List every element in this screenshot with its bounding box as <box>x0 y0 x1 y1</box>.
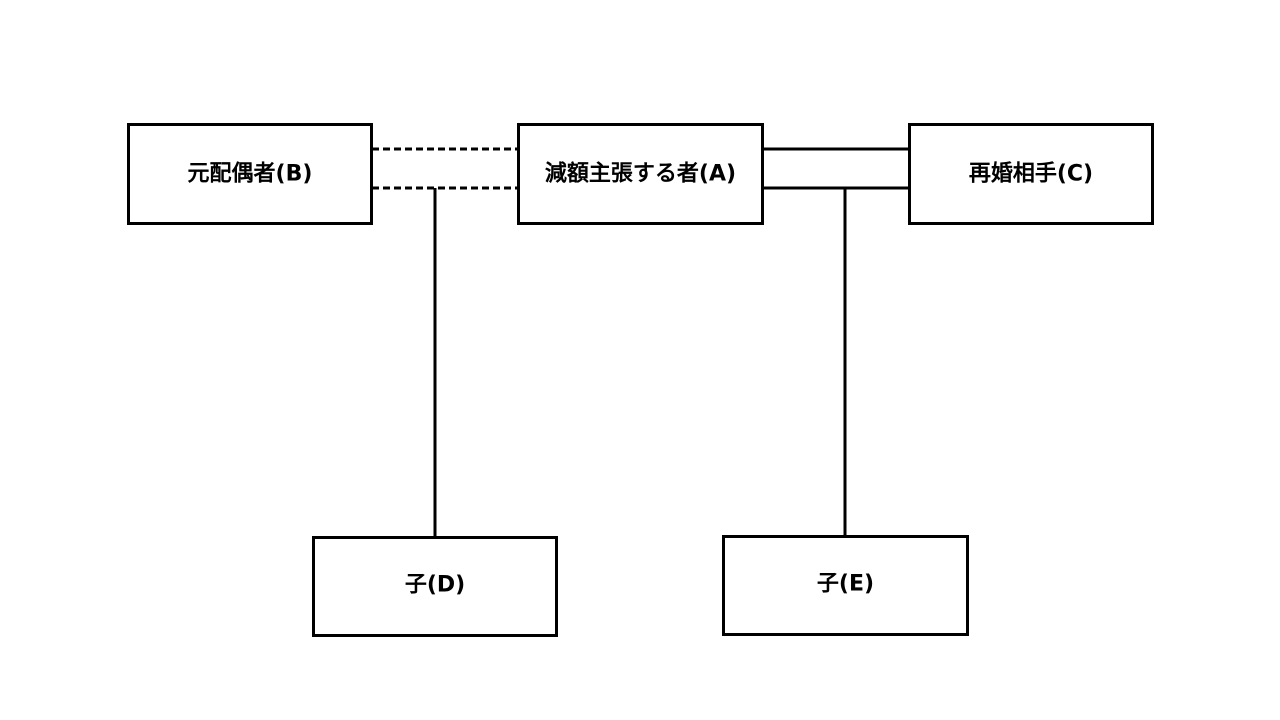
claimant-box: 減額主張する者(A) <box>517 123 764 225</box>
former-spouse-box: 元配偶者(B) <box>127 123 373 225</box>
former-spouse-label: 元配偶者(B) <box>188 162 313 187</box>
child-e-label: 子(E) <box>817 572 874 597</box>
new-spouse-frame <box>908 123 1154 225</box>
child-e-frame <box>722 535 969 636</box>
claimant-label: 減額主張する者(A) <box>545 161 736 187</box>
new-spouse-label: 再婚相手(C) <box>969 161 1093 187</box>
child-d-label: 子(D) <box>405 573 465 598</box>
former-spouse-frame <box>127 123 373 225</box>
claimant-frame <box>517 123 764 225</box>
new-spouse-box: 再婚相手(C) <box>908 123 1154 225</box>
child-d-box: 子(D) <box>312 536 558 637</box>
connectors <box>372 147 909 537</box>
child-d-frame <box>312 536 558 637</box>
child-e-box: 子(E) <box>722 535 969 636</box>
